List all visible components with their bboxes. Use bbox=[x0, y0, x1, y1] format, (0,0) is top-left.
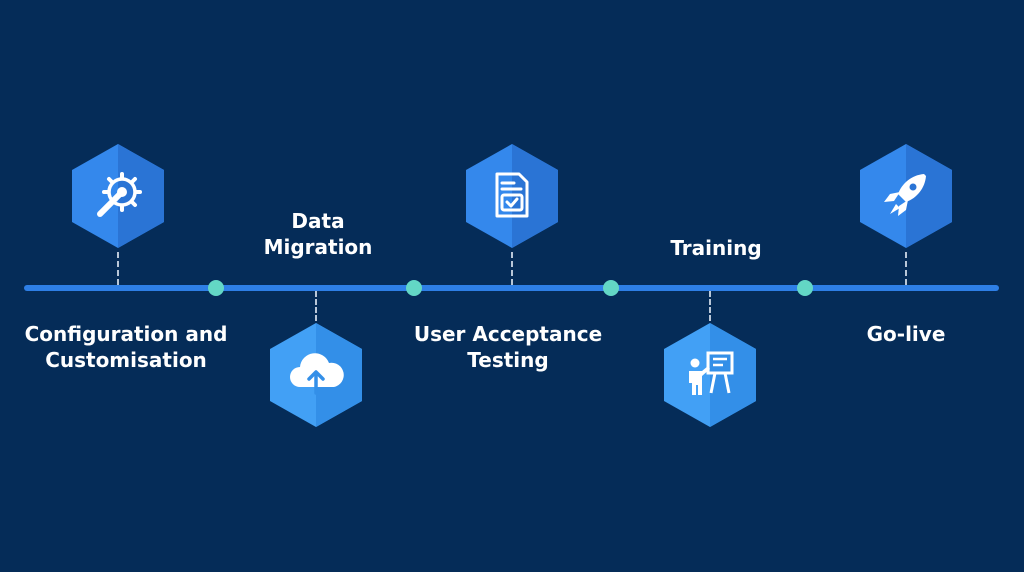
stage-config-label: Configuration and Customisation bbox=[24, 322, 228, 372]
stage-uat-label: User Acceptance Testing bbox=[413, 322, 603, 372]
cloud-upload-icon bbox=[290, 353, 344, 395]
stage-training-hexagon bbox=[664, 323, 756, 427]
presentation-icon bbox=[689, 351, 734, 395]
connector-migration bbox=[315, 291, 317, 321]
timeline-line bbox=[24, 285, 999, 291]
stage-migration-hexagon bbox=[270, 323, 362, 427]
connector-training bbox=[709, 291, 711, 321]
rocket-icon bbox=[884, 174, 926, 216]
stage-config-hexagon bbox=[72, 144, 164, 248]
milestone-dot bbox=[797, 280, 813, 296]
milestone-dot bbox=[406, 280, 422, 296]
document-check-icon bbox=[495, 172, 529, 218]
connector-config bbox=[117, 252, 119, 285]
stage-golive-hexagon bbox=[860, 144, 952, 248]
milestone-dot bbox=[208, 280, 224, 296]
stage-uat-hexagon bbox=[466, 144, 558, 248]
connector-uat bbox=[511, 252, 513, 285]
milestone-dot bbox=[603, 280, 619, 296]
wrench-gear-icon bbox=[97, 172, 142, 217]
connector-golive bbox=[905, 252, 907, 285]
stage-golive-label: Go-live bbox=[866, 322, 946, 346]
stage-migration-label: Data Migration bbox=[263, 209, 373, 259]
stage-training-label: Training bbox=[670, 236, 762, 260]
